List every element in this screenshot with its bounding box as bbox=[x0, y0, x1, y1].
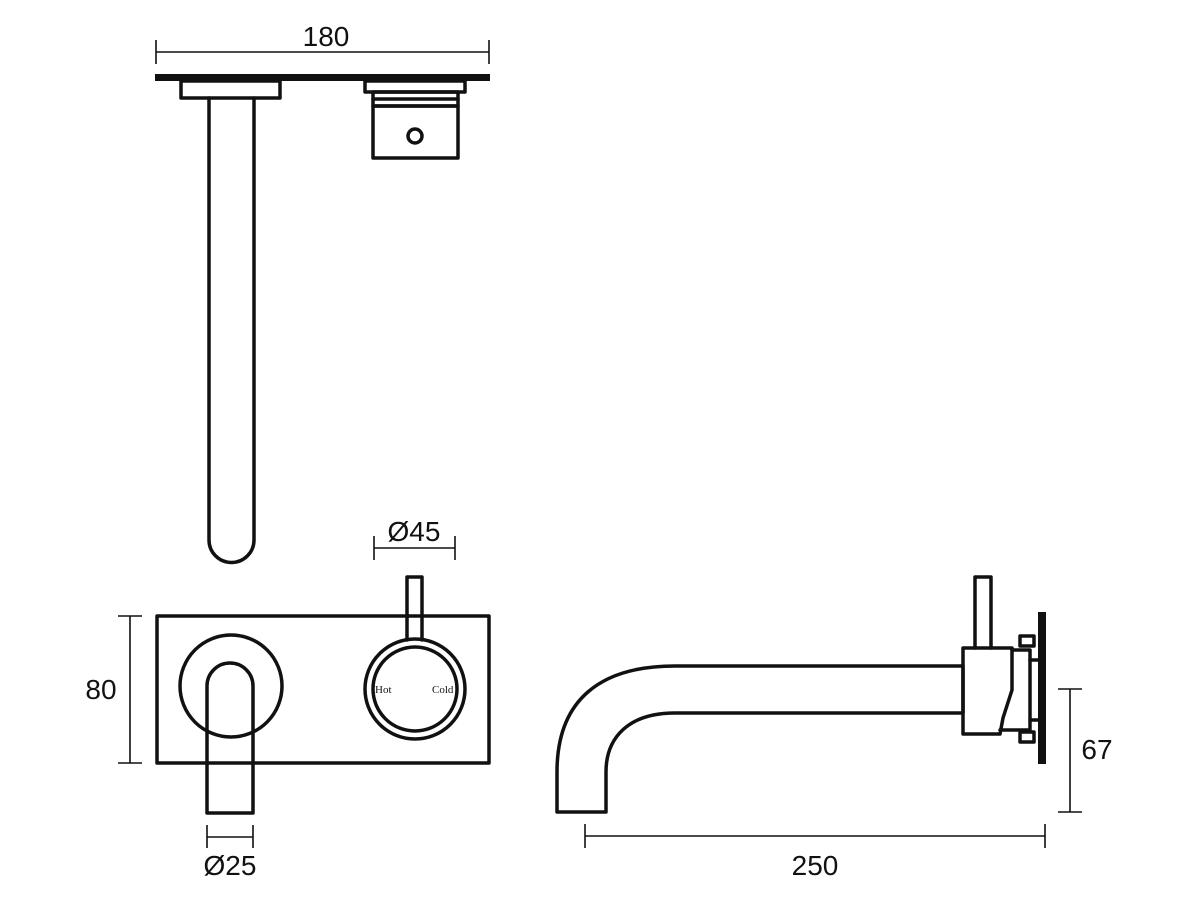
top-view: 180 bbox=[155, 21, 490, 565]
front-mixer-dial-outer bbox=[363, 637, 467, 741]
dimension-label-spout-length: 250 bbox=[792, 850, 839, 881]
dimension-label-spout-diameter: Ø25 bbox=[204, 850, 257, 881]
dimension-label-side-height: 67 bbox=[1081, 734, 1112, 765]
top-spout-flange bbox=[179, 79, 282, 100]
dimension-spout-length: 250 bbox=[584, 824, 1046, 881]
front-handle-lever bbox=[405, 575, 424, 642]
top-handle-hole bbox=[406, 127, 424, 145]
front-spout bbox=[205, 661, 255, 815]
dimension-plate-height: 80 bbox=[85, 615, 142, 764]
side-body bbox=[961, 646, 1014, 736]
side-handle-lever bbox=[973, 575, 993, 650]
dimension-label-top-width: 180 bbox=[303, 21, 350, 52]
mixer-label-hot: Hot bbox=[375, 684, 392, 696]
dimension-handle-diameter: Ø45 bbox=[373, 516, 456, 560]
side-view: 67 250 bbox=[555, 575, 1113, 881]
top-handle-body bbox=[363, 79, 467, 160]
side-connector bbox=[998, 634, 1040, 744]
top-spout-pipe bbox=[207, 96, 256, 565]
side-wall-plate bbox=[1038, 612, 1046, 764]
dimension-side-height: 67 bbox=[1058, 688, 1113, 813]
front-spout-rosette bbox=[178, 633, 284, 739]
dimension-label-handle-diameter: Ø45 bbox=[388, 516, 441, 547]
dimension-spout-diameter: Ø25 bbox=[204, 825, 257, 881]
front-wall-plate bbox=[155, 614, 491, 765]
mixer-label-cold: Cold bbox=[432, 684, 454, 696]
top-wall-plate bbox=[155, 74, 490, 81]
side-spout bbox=[555, 664, 965, 814]
dimension-label-plate-height: 80 bbox=[85, 674, 116, 705]
front-view: Ø45 80 Hot Cold Ø25 bbox=[85, 516, 491, 881]
front-mixer-dial-inner bbox=[371, 645, 459, 733]
dimension-top-width: 180 bbox=[155, 21, 490, 64]
